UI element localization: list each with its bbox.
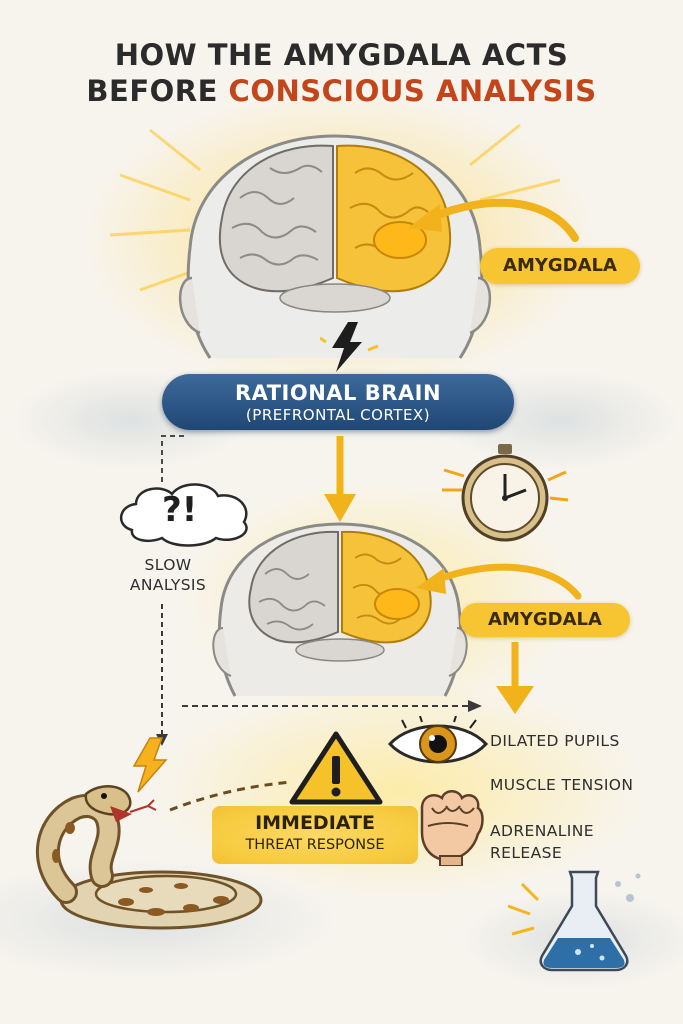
brain-icon-middle (212, 522, 468, 697)
slow-analysis-line2: ANALYSIS (129, 576, 207, 594)
rational-brain-title: RATIONAL BRAIN (234, 381, 442, 405)
title-plain: BEFORE (86, 74, 229, 108)
thought-bubble-icon (120, 483, 248, 547)
amygdala-label-middle: AMYGDALA (460, 603, 630, 637)
lightning-icon-snake (132, 737, 168, 793)
brain-icon (179, 134, 491, 359)
rational-brain-subtitle: (PREFRONTAL CORTEX) (245, 406, 431, 424)
flask-icon (508, 870, 641, 972)
fist-icon (420, 790, 484, 866)
dilated-pupils-label: DILATED PUPILS (490, 732, 620, 750)
dashed-arrow-slow (156, 604, 168, 746)
down-arrow-right (496, 642, 534, 714)
stopwatch-icon (442, 444, 569, 542)
slow-analysis-line1: SLOW (144, 556, 192, 574)
adrenaline-label-line2: RELEASE (490, 844, 563, 862)
question-marks: ?! (162, 490, 198, 530)
amygdala-label-top: AMYGDALA (480, 248, 640, 284)
snake-icon (36, 785, 263, 930)
arrow-to-amygdala-top (408, 198, 579, 242)
dashed-arrow-horizontal (182, 700, 482, 712)
eye-icon (387, 716, 489, 764)
immediate-title: IMMEDIATE (255, 812, 375, 834)
dashed-connector-snake (169, 780, 293, 812)
arrow-to-amygdala-middle (416, 563, 582, 600)
title-line-1: HOW THE AMYGDALA ACTS (114, 38, 569, 72)
warning-icon (289, 731, 383, 805)
muscle-tension-label: MUSCLE TENSION (490, 776, 634, 794)
immediate-threat-box: IMMEDIATE THREAT RESPONSE (212, 806, 418, 864)
dashed-connector-left (161, 435, 184, 482)
adrenaline-label-line1: ADRENALINE (490, 822, 594, 840)
title-accent: CONSCIOUS ANALYSIS (228, 74, 597, 108)
immediate-subtitle: THREAT RESPONSE (245, 837, 385, 853)
rational-brain-banner: RATIONAL BRAIN (PREFRONTAL CORTEX) (162, 374, 514, 430)
lightning-icon (320, 322, 379, 372)
down-arrow-center (324, 436, 356, 522)
title-line-2: BEFORE CONSCIOUS ANALYSIS (0, 74, 683, 108)
